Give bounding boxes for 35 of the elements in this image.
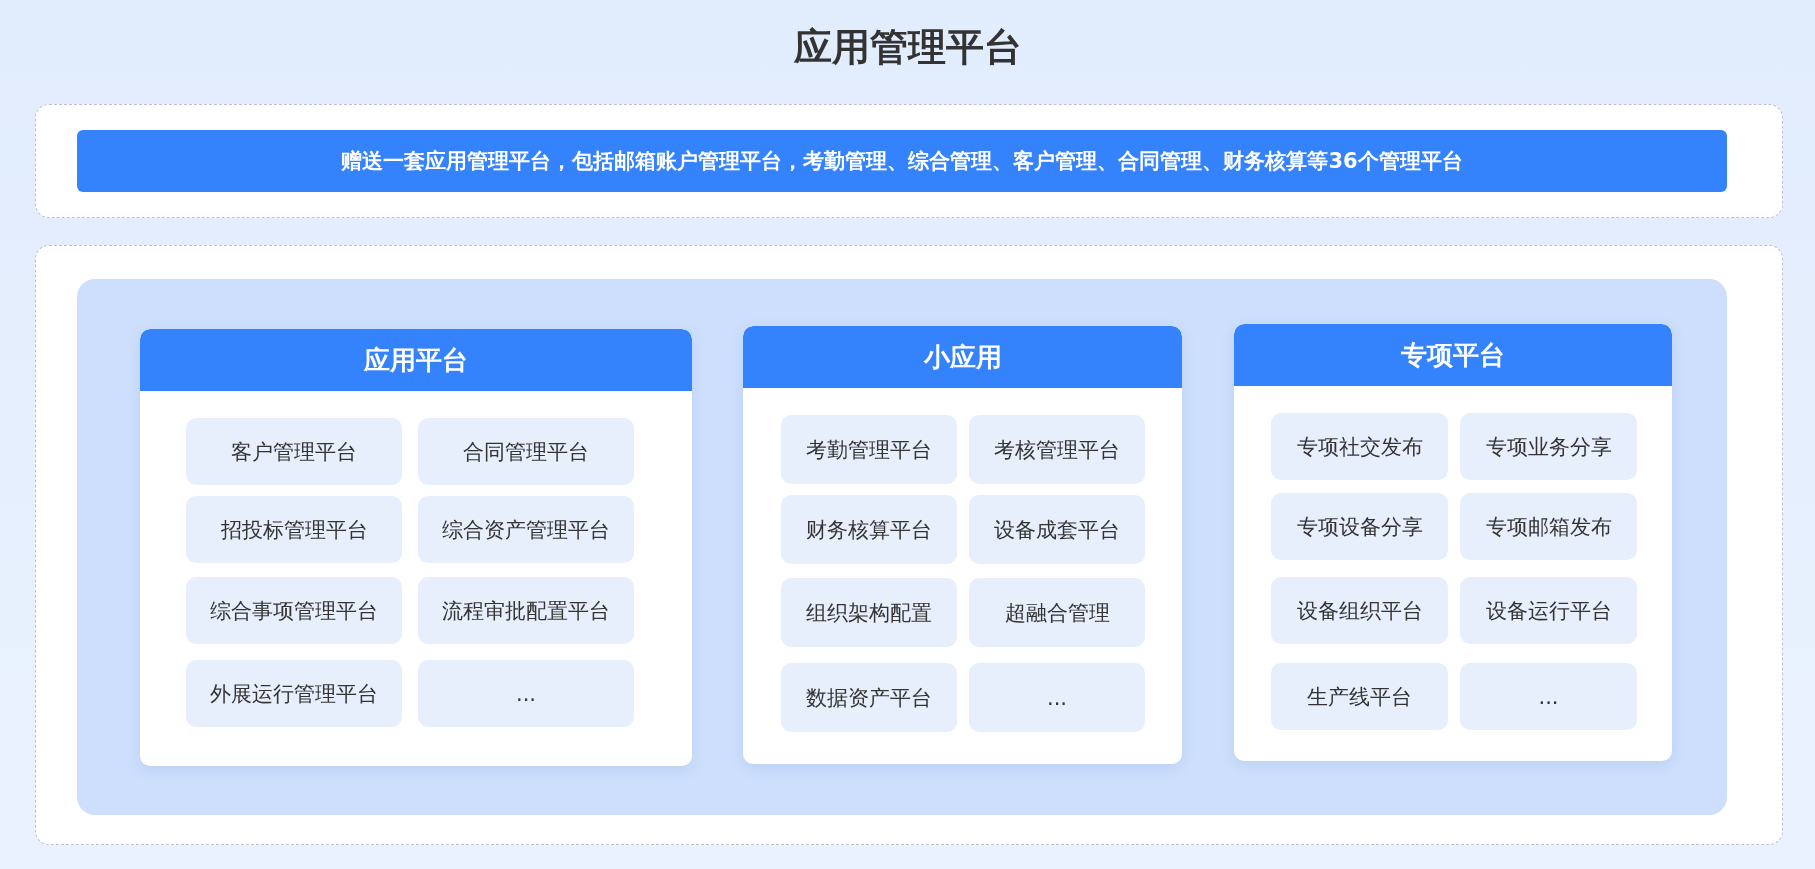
item-tile: 超融合管理 (969, 578, 1145, 647)
dashed-frame (35, 245, 1783, 845)
card-header: 专项平台 (1234, 324, 1672, 386)
item-tile: 生产线平台 (1271, 663, 1448, 730)
item-tile: 考勤管理平台 (781, 415, 957, 484)
item-tile: 组织架构配置 (781, 578, 957, 647)
item-tile: 综合事项管理平台 (186, 577, 402, 644)
item-tile: 考核管理平台 (969, 415, 1145, 484)
item-tile: 综合资产管理平台 (418, 496, 634, 563)
item-tile: 客户管理平台 (186, 418, 402, 485)
item-tile: ... (969, 663, 1145, 732)
item-tile: 流程审批配置平台 (418, 577, 634, 644)
panel-background (77, 279, 1727, 815)
diagram-title: 应用管理平台 (792, 24, 1023, 71)
item-tile: ... (418, 660, 634, 727)
item-tile: 设备运行平台 (1460, 577, 1637, 644)
card-header: 小应用 (743, 326, 1182, 388)
banner: 赠送一套应用管理平台，包括邮箱账户管理平台，考勤管理、综合管理、客户管理、合同管理、财务核算等36个管理平台 (77, 130, 1727, 192)
platform-card (140, 329, 692, 766)
item-tile: 专项设备分享 (1271, 493, 1448, 560)
item-tile: 财务核算平台 (781, 495, 957, 564)
item-tile: 招投标管理平台 (186, 496, 402, 563)
platform-card (1234, 324, 1672, 761)
dashed-frame (35, 104, 1783, 218)
item-tile: 专项社交发布 (1271, 413, 1448, 480)
item-tile: 外展运行管理平台 (186, 660, 402, 727)
item-tile: 数据资产平台 (781, 663, 957, 732)
card-header: 应用平台 (140, 329, 692, 391)
item-tile: 设备成套平台 (969, 495, 1145, 564)
item-tile: 专项业务分享 (1460, 413, 1637, 480)
item-tile: ... (1460, 663, 1637, 730)
item-tile: 合同管理平台 (418, 418, 634, 485)
platform-card (743, 326, 1182, 764)
item-tile: 专项邮箱发布 (1460, 493, 1637, 560)
item-tile: 设备组织平台 (1271, 577, 1448, 644)
